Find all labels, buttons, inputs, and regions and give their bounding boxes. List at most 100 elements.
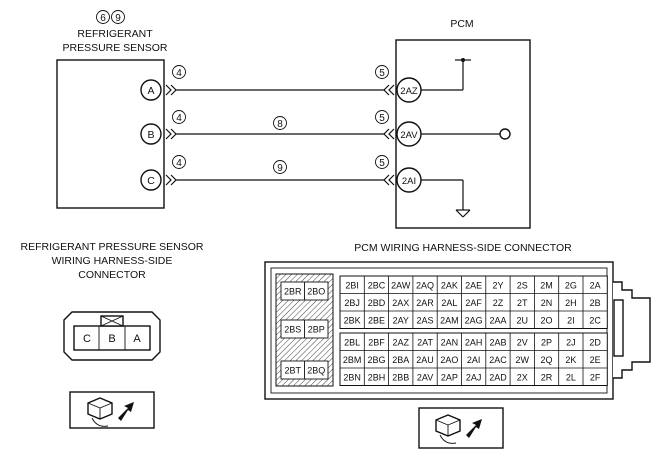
pin-cell: 2BS	[284, 325, 301, 335]
sensor-ref-1: 6	[100, 13, 106, 24]
pin-cell: 2V	[517, 337, 528, 347]
pcm-pin-2av: 2AV	[396, 121, 422, 147]
pin-cell: 2K	[565, 355, 576, 365]
pin-cell: 2J	[566, 337, 576, 347]
sensor-pin-b: B	[140, 123, 162, 145]
pcm-title: PCM	[450, 18, 473, 30]
wire-a: 4 5	[165, 65, 395, 96]
pin-cell: 2BA	[392, 355, 409, 365]
sensor-title-line1: REFRIGERANT	[77, 28, 153, 40]
pin-cell: 2AF	[465, 298, 482, 308]
sensor-connector-title-line3: CONNECTOR	[78, 269, 146, 281]
wire-a-sensor-ref: 4	[176, 68, 182, 79]
pin-cell: 2H	[565, 298, 577, 308]
pcm-internal-terminal	[499, 128, 511, 140]
pin-cell: 2AJ	[466, 372, 482, 382]
wire-b-pcm-ref: 5	[379, 113, 385, 124]
pcm-connector-title: PCM WIRING HARNESS-SIDE CONNECTOR	[354, 242, 572, 254]
pin-cell: 2BE	[368, 315, 385, 325]
pin-cell: 2AO	[440, 355, 458, 365]
pin-cell: 2P	[541, 337, 552, 347]
svg-text:B: B	[147, 129, 154, 141]
pin-cell: 2BM	[343, 355, 362, 365]
wire-b-mid-ref: 8	[277, 119, 283, 130]
pin-cell: 2Y	[492, 280, 503, 290]
pin-cell: 2AC	[489, 355, 507, 365]
sensor-ref-2: 9	[115, 13, 121, 24]
pin-cell: 2BR	[284, 287, 302, 297]
pin-cell: 2D	[589, 337, 601, 347]
pin-cell: 2AA	[489, 315, 506, 325]
pin-cell: 2G	[565, 280, 577, 290]
sensor-connector-title-line2: WIRING HARNESS-SIDE	[52, 255, 173, 267]
wire-c-sensor-ref: 4	[176, 158, 182, 169]
pin-cell: 2AS	[417, 315, 434, 325]
pin-cell: 2W	[516, 355, 530, 365]
pin-cell: 2BT	[284, 366, 301, 376]
svg-text:A: A	[147, 85, 154, 97]
pin-cell: 2BJ	[344, 298, 360, 308]
pin-cell: 2BK	[344, 315, 361, 325]
pin-cell: 2A	[590, 280, 601, 290]
pin-cell: 2BH	[368, 372, 386, 382]
pin-cell: 2AH	[465, 337, 483, 347]
pin-cell: 2AT	[417, 337, 433, 347]
pin-cell: 2BD	[368, 298, 386, 308]
pcm-ground-bottom	[455, 180, 471, 218]
pin-cell: 2BP	[308, 325, 325, 335]
pin-cell: 2BO	[307, 287, 325, 297]
pin-cell: 2AP	[441, 372, 458, 382]
wire-b-sensor-ref: 4	[176, 113, 182, 124]
pin-cell: 2AQ	[416, 280, 434, 290]
sensor-pin-a: A	[140, 79, 162, 101]
pin-cell: 2AZ	[392, 337, 409, 347]
pin-cell: 2BG	[367, 355, 385, 365]
pin-cell: 2BL	[344, 337, 360, 347]
pcm-connector-view-icon	[418, 407, 504, 449]
pcm-pin-2ai: 2AI	[396, 167, 422, 193]
sensor-title-line2: PRESSURE SENSOR	[62, 42, 167, 54]
pin-cell: 2AL	[441, 298, 457, 308]
wire-c-pcm-ref: 5	[379, 158, 385, 169]
pin-cell: 2AW	[391, 280, 411, 290]
sensor-harness-connector: C B A	[63, 311, 161, 361]
pin-cell: 2M	[540, 280, 553, 290]
pin-cell: 2AX	[392, 298, 409, 308]
sensor-connector-pin-c: C	[83, 333, 91, 345]
pin-cell: 2AG	[465, 315, 483, 325]
wire-c: 4 9 5	[165, 155, 395, 186]
pin-cell: 2AU	[416, 355, 434, 365]
pin-cell: 2B	[590, 298, 601, 308]
pin-cell: 2R	[541, 372, 553, 382]
pin-cell: 2T	[517, 298, 528, 308]
pin-cell: 2BI	[345, 280, 359, 290]
pin-cell: 2C	[589, 315, 601, 325]
pin-cell: 2AM	[440, 315, 459, 325]
wire-c-mid-ref: 9	[277, 163, 283, 174]
pin-cell: 2BN	[343, 372, 361, 382]
pcm-connector-left-block	[275, 273, 334, 387]
pin-cell: 2AN	[441, 337, 459, 347]
pin-cell: 2N	[541, 298, 553, 308]
pin-cell: 2S	[517, 280, 528, 290]
sensor-connector-pin-b: B	[108, 333, 115, 345]
pin-cell: 2L	[566, 372, 576, 382]
pin-cell: 2AE	[465, 280, 482, 290]
pin-cell: 2AY	[393, 315, 409, 325]
sensor-ref-callouts: 6 9	[96, 10, 125, 24]
pin-cell: 2AB	[489, 337, 506, 347]
pin-cell: 2BC	[368, 280, 386, 290]
wire-b: 4 8 5	[165, 110, 395, 140]
wire-a-pcm-ref: 5	[379, 68, 385, 79]
pin-cell: 2Z	[493, 298, 504, 308]
pcm-pin-2az: 2AZ	[396, 77, 422, 103]
pin-cell: 2O	[541, 315, 553, 325]
pin-cell: 2AR	[416, 298, 434, 308]
pcm-ground-top	[455, 58, 471, 90]
pin-cell: 2Q	[541, 355, 553, 365]
pin-cell: 2AI	[467, 355, 481, 365]
pin-cell: 2U	[516, 315, 528, 325]
svg-text:C: C	[147, 175, 155, 187]
